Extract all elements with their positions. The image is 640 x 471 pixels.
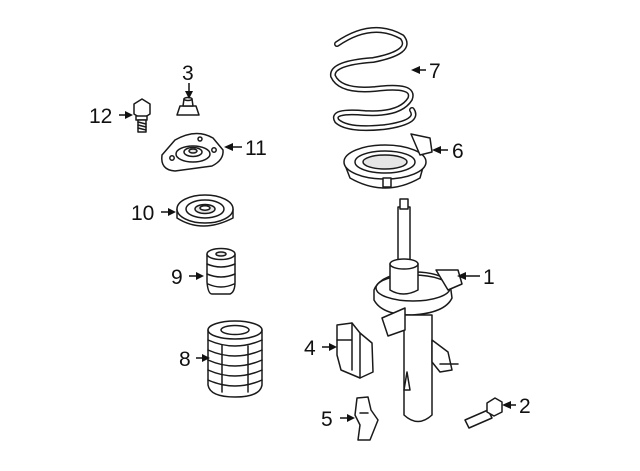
part-2-lower-bolt — [464, 397, 503, 429]
part-4-bracket — [336, 322, 374, 379]
part-9-bump-stop — [206, 247, 236, 295]
part-5-clip — [354, 396, 379, 441]
callout-7: 7 — [429, 60, 441, 83]
callout-1: 1 — [483, 266, 495, 289]
part-10-bearing-mount — [176, 194, 234, 227]
callout-8: 8 — [179, 348, 191, 371]
callout-9: 9 — [171, 266, 183, 289]
callout-5: 5 — [321, 408, 333, 431]
callout-11: 11 — [245, 137, 267, 160]
part-6-spring-insulator — [343, 133, 433, 189]
part-11-mount-plate — [161, 132, 224, 172]
callout-labels: 1 2 3 4 5 6 7 8 9 10 11 12 — [89, 60, 531, 431]
part-7-coil-spring — [330, 26, 417, 132]
callout-6: 6 — [452, 140, 464, 163]
part-12-bolt — [133, 98, 151, 133]
part-1-strut-assembly — [373, 198, 463, 423]
callout-4: 4 — [304, 337, 316, 360]
callout-3: 3 — [182, 62, 194, 85]
callout-12: 12 — [89, 105, 112, 128]
leader-lines — [119, 66, 516, 422]
part-8-dust-boot — [207, 320, 263, 398]
callout-10: 10 — [131, 202, 154, 225]
part-3-nut — [176, 96, 200, 116]
callout-2: 2 — [519, 395, 531, 418]
